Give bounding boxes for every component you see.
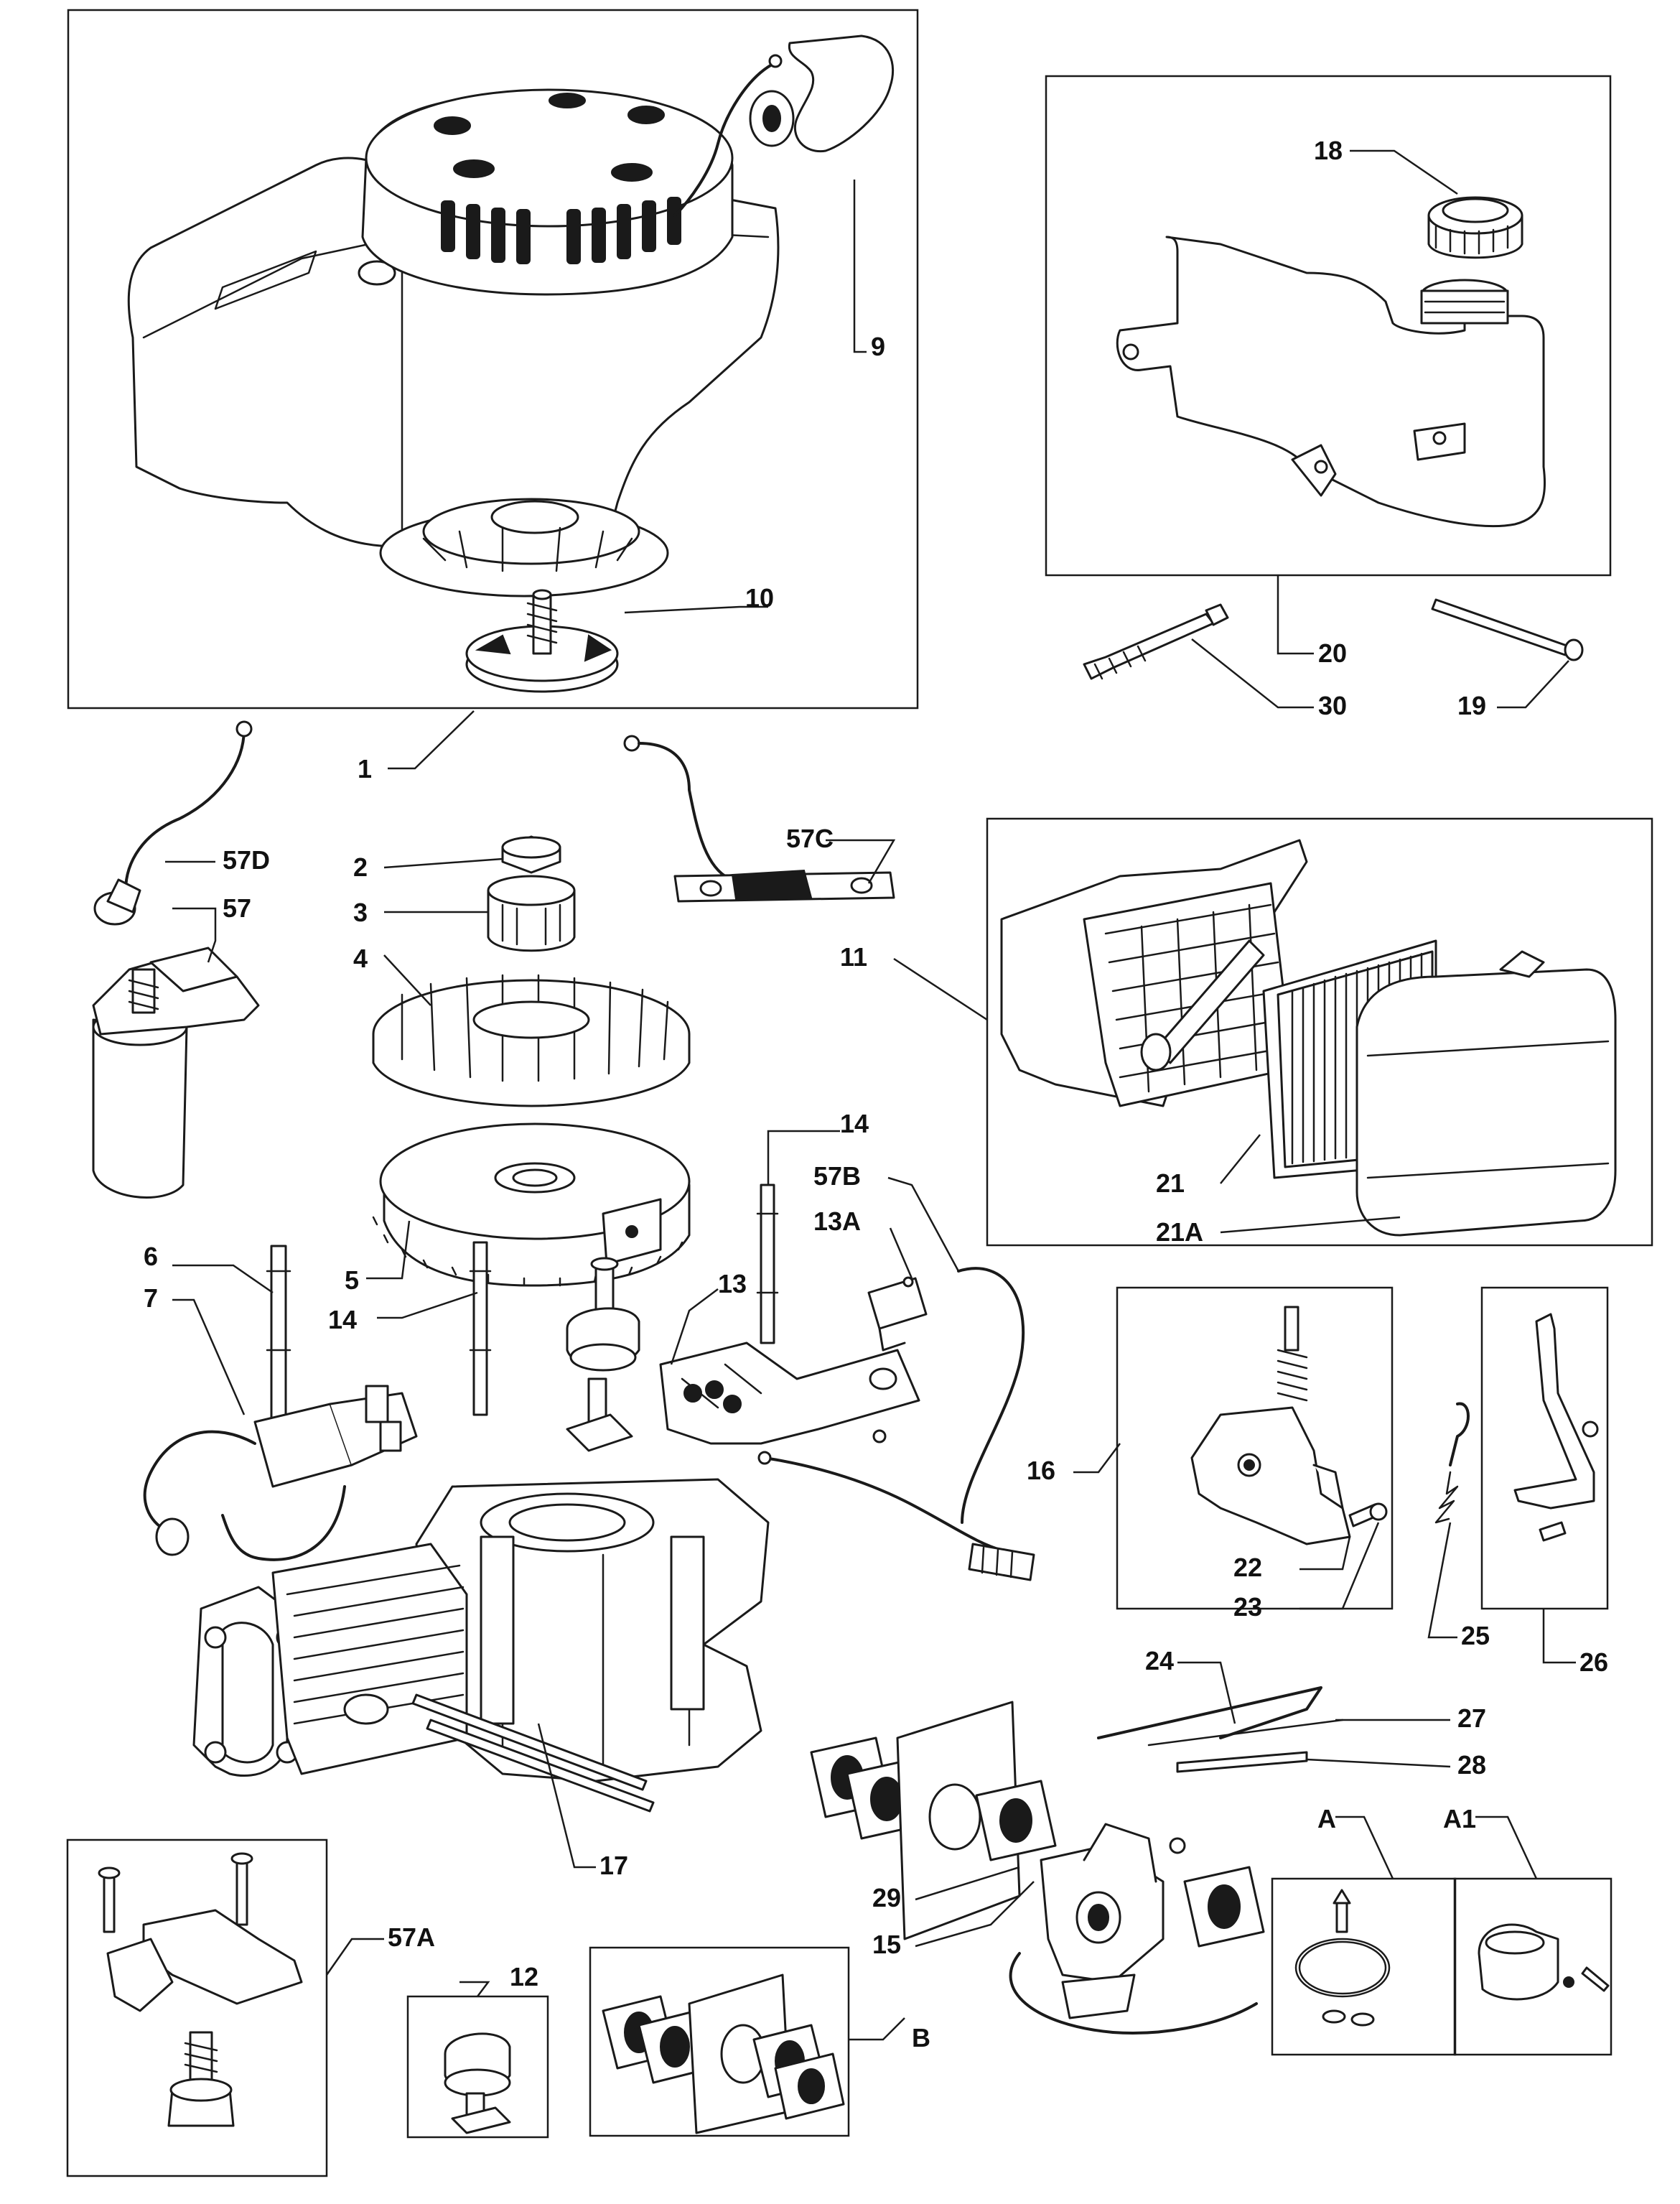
label-18: 18 [1314,136,1343,165]
head-bolt-6 [266,1245,291,1434]
flywheel [372,1122,691,1287]
cylinder-head [192,1543,468,1777]
label-1: 1 [358,754,372,784]
stud-14-right [756,1184,779,1344]
label-30: 30 [1318,691,1347,720]
cooling-fan [372,974,691,1107]
label-b: B [912,2023,930,2052]
frame-air-filter [986,817,1653,1247]
label-12: 12 [510,1962,538,1991]
starter-handle [673,34,895,217]
label-3: 3 [353,898,368,927]
air-filter-cover [1355,950,1617,1237]
throttle-link-24 [1097,1686,1322,1739]
ignition-coil [143,1385,418,1561]
frame-governor-rod [1480,1286,1609,1610]
label-2: 2 [353,852,368,882]
recoil-starter-housing [127,88,780,598]
label-57: 57 [223,893,251,923]
choke-link-27 [1147,1719,1344,1747]
governor-arm [566,1257,640,1452]
label-20: 20 [1318,638,1347,668]
label-21: 21 [1156,1168,1185,1198]
label-a: A [1317,1804,1336,1833]
spark-plug-cap-wire [93,720,253,926]
frame-gasket-kit [589,1946,850,2137]
label-57b: 57B [813,1161,861,1191]
tank-bolt-19 [1431,598,1584,661]
frame-starter-kit [66,1838,328,2177]
label-15: 15 [872,1930,901,1959]
frame-recoil-starter [67,9,919,710]
spring-link-28 [1176,1751,1308,1773]
leader-lines [165,149,1576,2041]
label-24: 24 [1145,1646,1174,1675]
label-7: 7 [144,1283,158,1313]
cam-part-12 [444,2032,511,2134]
frame-carb-float-kit [1453,1877,1613,2056]
carb-kit-a-parts [1294,1889,1391,2027]
carb-gaskets-left [810,1701,1057,1940]
label-14-top: 14 [840,1109,869,1138]
label-27: 27 [1457,1703,1486,1733]
control-bracket-13 [659,1342,920,1445]
carb-kit-a1-float [1478,1923,1610,2001]
label-57c: 57C [786,824,834,853]
tank-bolt-30 [1083,603,1229,680]
governor-bracket-16 [1190,1306,1351,1545]
engine-crankcase [415,1478,770,1782]
stud-14-left [469,1241,492,1416]
head-bolt-17 [411,1693,655,1813]
label-29: 29 [872,1883,901,1912]
label-13: 13 [718,1269,747,1298]
fuel-tank [1116,236,1546,528]
label-16: 16 [1027,1456,1055,1485]
label-11: 11 [840,942,867,972]
callout-labels: 1 2 3 4 5 6 7 9 10 11 12 13 13A 14 14 15… [144,136,1608,2052]
gasket-kit-b [602,1973,845,2134]
label-13a: 13A [813,1206,861,1236]
starter-cup-3 [487,875,576,952]
starter-kit-57a [98,1852,303,2127]
label-19: 19 [1457,691,1486,720]
label-10: 10 [745,583,774,613]
label-25: 25 [1461,1621,1490,1650]
wiring-harness-57b [757,1267,1035,1581]
label-57a: 57A [388,1922,435,1952]
label-14-left: 14 [328,1305,357,1334]
flywheel-nut [501,835,561,874]
air-filter-housing [1000,839,1308,1107]
governor-spring-25 [1434,1402,1470,1524]
governor-rod-26 [1513,1313,1599,1542]
label-9: 9 [871,332,885,361]
fuel-cap [1427,196,1523,259]
wiring-harness-57c [623,735,895,903]
label-5: 5 [345,1265,359,1295]
label-6: 6 [144,1242,158,1271]
frame-fuel-tank [1045,75,1612,577]
label-57d: 57D [223,845,270,875]
governor-screw-23 [1348,1502,1388,1528]
electric-starter-motor [92,947,260,1199]
starter-cup [465,589,619,693]
brake-switch-13a [867,1276,928,1352]
label-a1: A1 [1443,1804,1476,1833]
label-17: 17 [599,1851,628,1880]
carburetor-15 [1009,1823,1265,2035]
label-4: 4 [353,944,368,973]
label-23: 23 [1233,1592,1262,1622]
label-26: 26 [1579,1647,1608,1677]
label-28: 28 [1457,1750,1486,1780]
label-22: 22 [1233,1553,1262,1582]
label-21a: 21A [1156,1217,1203,1247]
